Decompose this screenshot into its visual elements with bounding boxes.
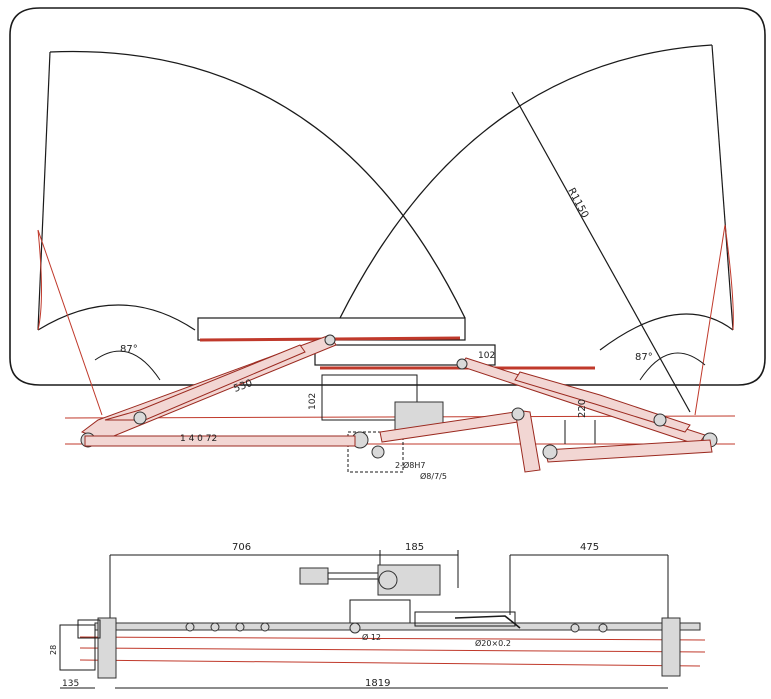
right-wiper-arm <box>456 357 718 448</box>
right-angle-label: 87° <box>635 352 653 363</box>
left-wiper-sweep <box>37 50 466 416</box>
dim-top-mid: 185 <box>405 542 424 553</box>
side-view <box>59 550 706 689</box>
radius-label: R1150 <box>565 186 590 220</box>
wiper-motor <box>321 374 444 473</box>
radius-line <box>511 91 691 413</box>
hole-note-line1: 2-Ø8H7 <box>395 460 425 470</box>
dim-mid-small: Ø 12 <box>362 632 381 642</box>
dim-top-right: 475 <box>580 542 599 553</box>
hole-note-line2: Ø8/7/5 <box>420 471 447 481</box>
dim-bottom-total: 1819 <box>365 678 390 689</box>
rod-label: 1 4 0 72 <box>180 434 217 444</box>
right-wiper-sweep <box>339 44 734 416</box>
right-blade-box <box>314 344 496 366</box>
drive-rods <box>84 407 713 473</box>
dim-left-height: 28 <box>49 645 58 655</box>
right-offset-label: 102 <box>478 351 495 361</box>
link-length-label: 220 <box>577 399 588 418</box>
windshield-outline <box>9 7 766 386</box>
dim-bottom-left: 135 <box>62 679 79 689</box>
left-angle-label: 87° <box>120 344 138 355</box>
dim-top-left: 706 <box>232 542 251 553</box>
left-offset-label: 102 <box>308 393 318 410</box>
dim-rod: Ø20×0.2 <box>475 638 511 648</box>
